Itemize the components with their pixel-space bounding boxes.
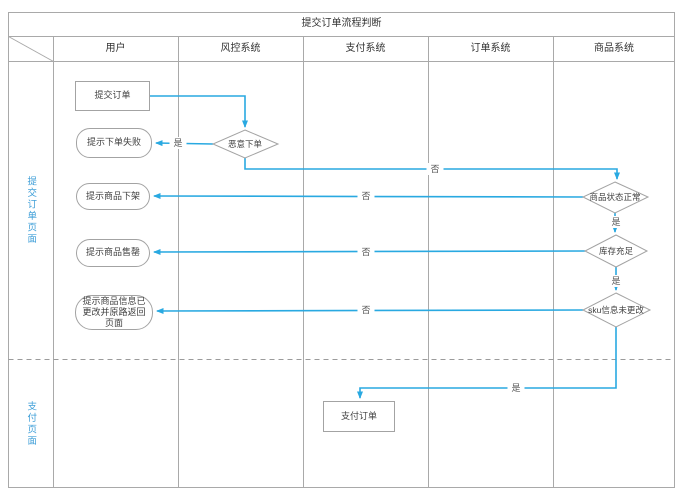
edge-label-no-stock: 否	[357, 246, 375, 258]
decision-malicious-order-label: 恶意下单	[227, 138, 262, 149]
diagram-title: 提交订单流程判断	[301, 18, 382, 29]
lane-header-user: 用户	[105, 42, 126, 54]
lane-header-product-system: 商品系统	[594, 42, 634, 54]
decision-product-status	[581, 181, 650, 214]
decision-sku-unchanged	[581, 292, 652, 328]
edge-label-yes-stock: 是	[607, 275, 625, 287]
edge-label-no-status: 否	[357, 190, 375, 202]
edge-label-yes-malicious: 是	[169, 137, 187, 149]
band-label-payment-page-text: 支付页面	[25, 400, 37, 447]
decision-product-status-label: 商品状态正常	[589, 191, 641, 202]
decision-stock-sufficient	[583, 234, 649, 268]
lane-header-payment-system: 支付系统	[345, 42, 386, 54]
decision-stock-sufficient-label: 库存充足	[598, 245, 633, 256]
lane-header-order-system: 订单系统	[470, 42, 511, 54]
decision-sku-unchanged-label: sku信息未更改	[588, 304, 644, 315]
node-submit-order: 提交订单	[75, 81, 150, 111]
band-label-submit-order-page: 提交订单页面	[8, 61, 53, 359]
outer-border	[8, 12, 675, 488]
edge-label-yes-status: 是	[607, 216, 625, 228]
band-label-payment-page: 支付页面	[8, 359, 53, 488]
decision-shapes	[211, 129, 652, 328]
edge-label-yes-sku: 是	[507, 382, 525, 394]
edge-label-no-sku: 否	[357, 304, 375, 316]
swimlane-grid	[8, 12, 675, 488]
edge-label-no-malicious: 否	[426, 163, 444, 175]
node-order-fail: 提示下单失败	[76, 128, 152, 158]
band-label-submit-order-page-text: 提交订单页面	[25, 175, 37, 245]
corner-diagonal	[8, 36, 54, 62]
node-sold-out: 提示商品售罄	[76, 239, 150, 267]
node-info-changed: 提示商品信息已更改并原路返回页面	[75, 295, 153, 330]
node-product-removed: 提示商品下架	[76, 183, 150, 210]
edge-submit-to-malicious	[150, 95, 248, 128]
node-pay-order: 支付订单	[323, 401, 395, 432]
decision-malicious-order	[211, 129, 280, 159]
lane-header-risk-system: 风控系统	[220, 42, 261, 54]
edge-sku-yes-pay	[357, 327, 617, 399]
